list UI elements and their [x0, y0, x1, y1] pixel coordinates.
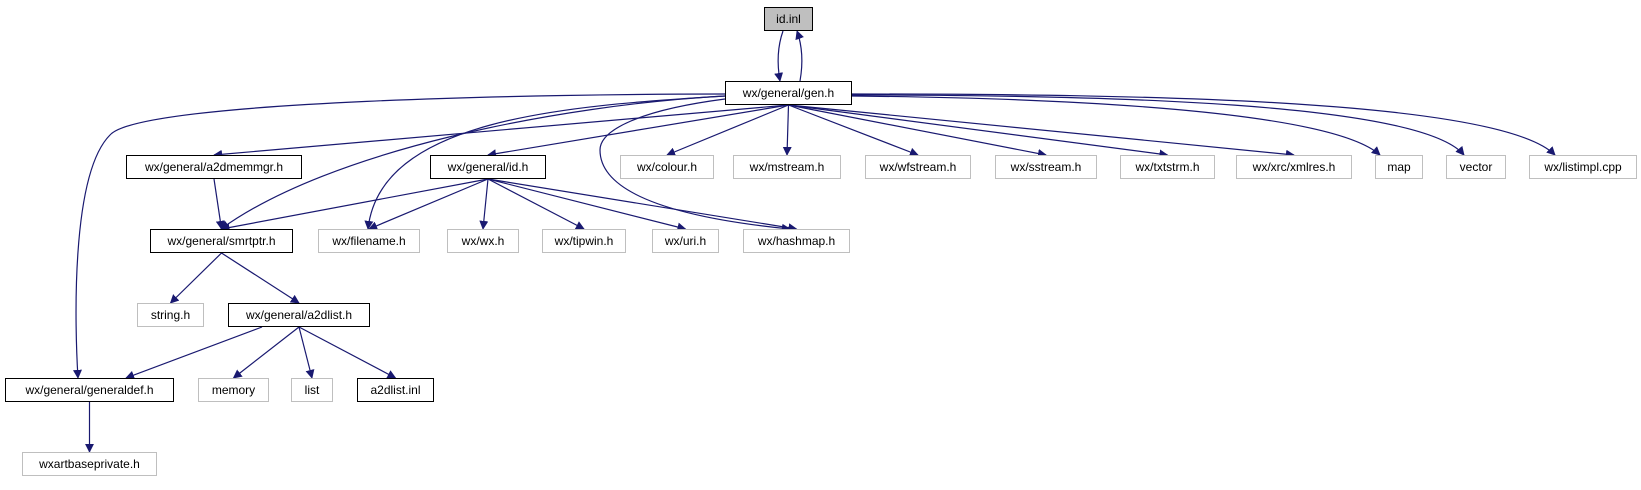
- node-smrtptr-h[interactable]: wx/general/smrtptr.h: [150, 229, 293, 253]
- edge-general_id_h-to-tipwin_h: [487, 178, 585, 230]
- edge-gen_h-to-general_id_h: [487, 104, 789, 159]
- node-generaldef-h[interactable]: wx/general/generaldef.h: [5, 378, 174, 402]
- edge-general_id_h-to-hashmap_h: [487, 178, 798, 233]
- edge-a2dlist_h-to-memory: [232, 326, 300, 379]
- node-wx-h: wx/wx.h: [447, 229, 519, 253]
- node-list: list: [291, 378, 333, 402]
- edge-a2dlist_h-to-generaldef_h: [125, 326, 263, 380]
- node-sstream-h: wx/sstream.h: [995, 155, 1097, 179]
- edge-smrtptr_h-to-a2dlist_h: [221, 252, 300, 304]
- edge-gen_h-to-smrtptr_h: [220, 95, 726, 230]
- node-a2dlist-h[interactable]: wx/general/a2dlist.h: [228, 303, 370, 327]
- node-string-h: string.h: [137, 303, 204, 327]
- edge-gen_h-to-vector: [851, 94, 1465, 156]
- edge-a2dlist_h-to-a2dlist_inl: [298, 326, 397, 379]
- node-general-id-h[interactable]: wx/general/id.h: [430, 155, 546, 179]
- edge-a2dmemmgr_h-to-smrtptr_h: [213, 178, 225, 230]
- edge-general_id_h-to-smrtptr_h: [220, 178, 489, 232]
- edge-general_id_h-to-wx_h: [479, 178, 489, 230]
- node-map: map: [1375, 155, 1423, 179]
- edge-gen_h-to-mstream_h: [782, 104, 792, 156]
- edge-gen_h-to-generaldef_h: [73, 93, 726, 379]
- edge-gen_h-to-hashmap_h: [599, 98, 791, 233]
- node-vector: vector: [1446, 155, 1506, 179]
- edge-gen_h-to-colour_h: [666, 104, 789, 157]
- edge-smrtptr_h-to-string_h: [169, 252, 222, 304]
- edge-gen_h-to-sstream_h: [788, 104, 1047, 158]
- edge-gen_h-to-filename_h: [364, 95, 726, 230]
- node-id-inl: id.inl: [764, 7, 813, 31]
- node-xmlres-h: wx/xrc/xmlres.h: [1236, 155, 1352, 179]
- edge-gen_h-to-listimpl_cpp: [851, 93, 1556, 156]
- node-txtstrm-h: wx/txtstrm.h: [1120, 155, 1215, 179]
- edge-gen_h-to-id_inl: [795, 30, 804, 82]
- edge-gen_h-to-map: [851, 95, 1381, 156]
- edge-general_id_h-to-uri_h: [487, 178, 687, 232]
- edge-gen_h-to-txtstrm_h: [788, 104, 1169, 159]
- node-a2dlist-inl[interactable]: a2dlist.inl: [357, 378, 434, 402]
- edge-general_id_h-to-filename_h: [368, 178, 489, 231]
- edge-gen_h-to-xmlres_h: [788, 104, 1295, 159]
- node-tipwin-h: wx/tipwin.h: [542, 229, 626, 253]
- node-wfstream-h: wx/wfstream.h: [865, 155, 971, 179]
- node-wxartbaseprivate-h: wxartbaseprivate.h: [22, 452, 157, 476]
- edge-id_inl-to-gen_h: [774, 30, 784, 82]
- node-gen-h[interactable]: wx/general/gen.h: [725, 81, 852, 105]
- node-filename-h: wx/filename.h: [318, 229, 420, 253]
- node-colour-h: wx/colour.h: [620, 155, 714, 179]
- node-uri-h: wx/uri.h: [652, 229, 719, 253]
- node-mstream-h: wx/mstream.h: [733, 155, 841, 179]
- node-listimpl-cpp: wx/listimpl.cpp: [1529, 155, 1637, 179]
- edge-gen_h-to-wfstream_h: [788, 104, 919, 157]
- node-a2dmemmgr-h[interactable]: wx/general/a2dmemmgr.h: [126, 155, 302, 179]
- node-hashmap-h: wx/hashmap.h: [743, 229, 850, 253]
- edge-a2dlist_h-to-list: [298, 326, 315, 379]
- node-memory: memory: [198, 378, 269, 402]
- edge-gen_h-to-a2dmemmgr_h: [213, 104, 789, 159]
